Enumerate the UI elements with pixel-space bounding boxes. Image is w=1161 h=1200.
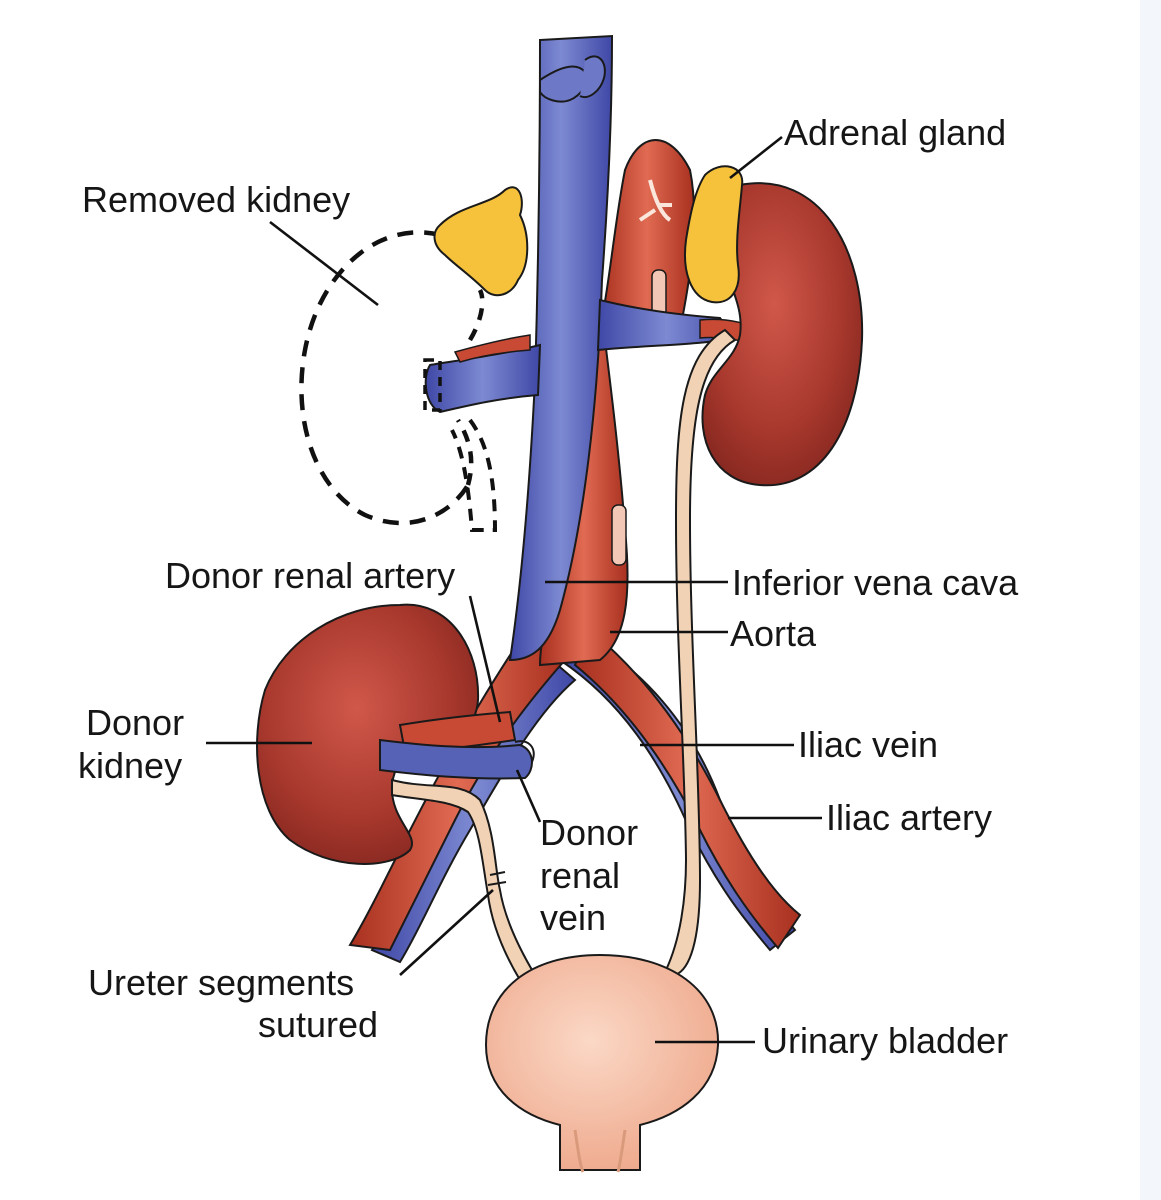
label-inferior-vena-cava: Inferior vena cava (732, 562, 1019, 603)
adrenal-gland-removed-side (433, 186, 529, 297)
label-donor-renal-vein-1: Donor (540, 812, 638, 853)
donor-renal-vein (379, 738, 533, 780)
label-removed-kidney: Removed kidney (82, 179, 350, 220)
label-adrenal-gland: Adrenal gland (784, 112, 1006, 153)
label-urinary-bladder: Urinary bladder (762, 1020, 1008, 1061)
label-donor-renal-vein-2: renal (540, 855, 620, 896)
donor-kidney (256, 603, 480, 865)
label-iliac-artery: Iliac artery (826, 797, 992, 838)
label-donor-renal-vein-3: vein (540, 897, 606, 938)
label-ureter-segments-2: sutured (258, 1004, 378, 1045)
adrenal-gland (684, 165, 744, 304)
label-ureter-segments-1: Ureter segments (88, 962, 354, 1003)
label-iliac-vein: Iliac vein (798, 724, 938, 765)
urinary-bladder (484, 953, 720, 1171)
removed-kidney-outline (299, 230, 498, 532)
label-donor-kidney-2: kidney (78, 745, 182, 786)
inferior-vena-cava (508, 34, 614, 662)
label-donor-renal-artery: Donor renal artery (165, 555, 455, 596)
label-donor-kidney-1: Donor (86, 702, 184, 743)
leader-lines (206, 135, 822, 1044)
page-edge-strip (1140, 0, 1161, 1200)
label-aorta: Aorta (730, 613, 817, 654)
labels: Adrenal gland Removed kidney Donor renal… (78, 112, 1019, 1061)
upper-aorta (598, 139, 696, 331)
